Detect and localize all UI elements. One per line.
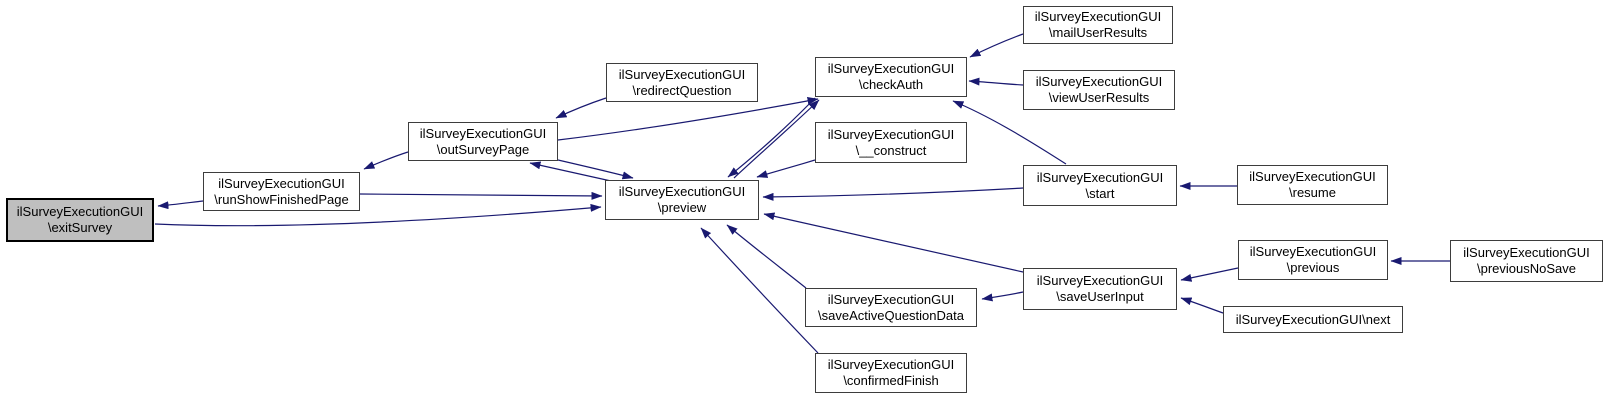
node-label-line: ilSurveyExecutionGUI: [218, 175, 345, 191]
node-label-line: ilSurveyExecutionGUI: [1035, 74, 1163, 89]
call-edge-preview-to-checkAuth: [733, 99, 820, 179]
call-edge-confirmedFinish-to-preview: [700, 227, 819, 354]
graph-node-start[interactable]: ilSurveyExecutionGUI\start: [1023, 165, 1177, 206]
node-label-line: \confirmedFinish: [843, 373, 939, 388]
node-label-line: ilSurveyExecutionGUI: [827, 291, 955, 307]
node-label-line: ilSurveyExecutionGUI: [16, 204, 144, 219]
node-label-line: ilSurveyExecutionGUI: [618, 184, 746, 199]
graph-node-runShowFinishedPage[interactable]: ilSurveyExecutionGUI\runShowFinishedPage: [203, 172, 360, 211]
node-label-line: \viewUserResults: [1048, 90, 1150, 105]
node-label-line: ilSurveyExecutionGUI: [618, 66, 746, 82]
call-edge-saveUserInput-to-preview: [763, 212, 1024, 273]
node-label-line: ilSurveyExecutionGUI: [827, 126, 955, 142]
node-label-line: \exitSurvey: [47, 220, 113, 235]
call-edge-outSurveyPage-to-runShowFinishedPage: [363, 151, 409, 170]
graph-node-viewUserResults[interactable]: ilSurveyExecutionGUI\viewUserResults: [1023, 70, 1175, 110]
node-label-line: \start: [1085, 185, 1115, 201]
graph-node-mailUserResults[interactable]: ilSurveyExecutionGUI\mailUserResults: [1023, 6, 1173, 44]
node-label-line: \redirectQuestion: [632, 82, 732, 98]
call-edge-viewUserResults-to-checkAuth: [968, 77, 1024, 86]
node-label-line: \preview: [657, 200, 707, 215]
node-label-line: ilSurveyExecutionGUI: [1249, 169, 1376, 184]
graph-node-checkAuth[interactable]: ilSurveyExecutionGUI\checkAuth: [815, 57, 967, 97]
call-edge-checkAuth-to-preview: [727, 97, 816, 178]
node-label-line: \__construct: [855, 142, 927, 158]
graph-node-redirectQuestion[interactable]: ilSurveyExecutionGUI\redirectQuestion: [606, 63, 758, 102]
node-label-line: \checkAuth: [858, 77, 924, 92]
node-label-line: \previous: [1286, 260, 1340, 275]
graph-node-confirmedFinish[interactable]: ilSurveyExecutionGUI\confirmedFinish: [815, 353, 967, 393]
call-edge-previous-to-saveUserInput: [1180, 267, 1239, 282]
call-edge-preview-to-outSurveyPage: [529, 161, 612, 182]
call-edge-saveUserInput-to-saveActiveQuestionData: [981, 291, 1024, 302]
graph-node-construct[interactable]: ilSurveyExecutionGUI\__construct: [815, 122, 967, 163]
call-edge-construct-to-preview: [756, 159, 816, 178]
graph-node-previous[interactable]: ilSurveyExecutionGUI\previous: [1238, 240, 1388, 280]
call-edge-mailUserResults-to-checkAuth: [969, 33, 1024, 58]
graph-node-next[interactable]: ilSurveyExecutionGUI\next: [1223, 306, 1403, 333]
node-label-line: \previousNoSave: [1477, 261, 1576, 276]
call-edge-start-to-checkAuth: [952, 100, 1067, 165]
node-label-line: ilSurveyExecutionGUI: [827, 61, 955, 76]
node-label-line: \saveActiveQuestionData: [818, 307, 964, 323]
graph-node-saveActiveQuestionData[interactable]: ilSurveyExecutionGUI\saveActiveQuestionD…: [805, 288, 977, 327]
node-label-line: \mailUserResults: [1048, 25, 1148, 40]
node-label-line: \saveUserInput: [1056, 289, 1144, 304]
graph-node-outSurveyPage[interactable]: ilSurveyExecutionGUI\outSurveyPage: [408, 122, 558, 161]
call-edge-outSurveyPage-to-checkAuth: [557, 96, 819, 141]
node-label-line: ilSurveyExecutionGUI: [1034, 9, 1162, 24]
node-label-line: ilSurveyExecutionGUI: [1036, 169, 1164, 185]
graph-node-preview[interactable]: ilSurveyExecutionGUI\preview: [605, 180, 759, 220]
node-label-line: \outSurveyPage: [436, 141, 530, 157]
node-label-line: \runShowFinishedPage: [214, 191, 349, 207]
graph-node-resume[interactable]: ilSurveyExecutionGUI\resume: [1237, 165, 1388, 205]
node-label-line: ilSurveyExecutionGUI: [419, 125, 547, 141]
node-label-line: ilSurveyExecutionGUI: [1463, 245, 1590, 260]
graph-node-saveUserInput[interactable]: ilSurveyExecutionGUI\saveUserInput: [1023, 268, 1177, 310]
call-edge-redirectQuestion-to-outSurveyPage: [555, 97, 607, 119]
call-edge-runShowFinishedPage-to-exitSurvey: [157, 200, 204, 210]
node-label-line: \resume: [1289, 185, 1336, 200]
call-edge-outSurveyPage-to-preview: [557, 159, 634, 180]
call-edge-runShowFinishedPage-to-preview: [359, 191, 603, 200]
node-label-line: ilSurveyExecutionGUI\next: [1235, 311, 1391, 327]
node-label-line: ilSurveyExecutionGUI: [827, 357, 955, 372]
graph-node-exitSurvey: ilSurveyExecutionGUI\exitSurvey: [6, 198, 154, 242]
node-label-line: ilSurveyExecutionGUI: [1036, 273, 1164, 288]
node-label-line: ilSurveyExecutionGUI: [1249, 244, 1377, 259]
call-edge-start-to-preview: [762, 187, 1024, 201]
call-edge-next-to-saveUserInput: [1180, 297, 1224, 314]
call-edge-saveActiveQuestionData-to-preview: [726, 224, 807, 289]
graph-node-previousNoSave[interactable]: ilSurveyExecutionGUI\previousNoSave: [1450, 240, 1603, 282]
